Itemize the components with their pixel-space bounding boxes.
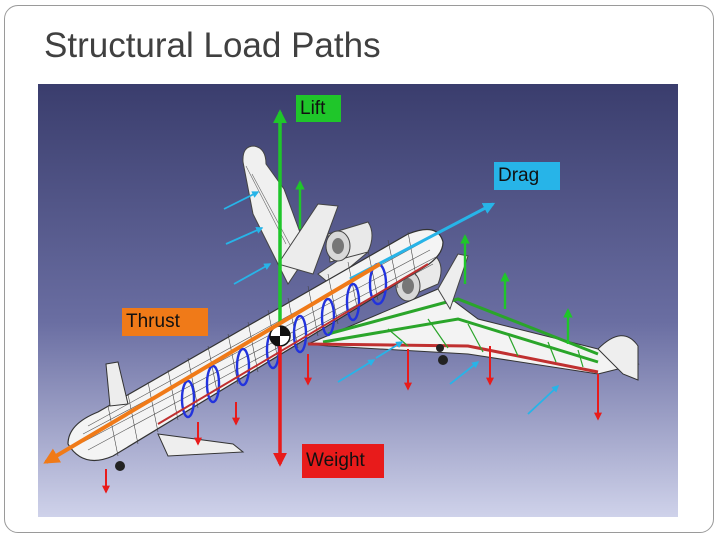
engine-nacelle-left <box>325 221 373 263</box>
weight-label: Weight <box>302 444 384 478</box>
slide-title: Structural Load Paths <box>44 26 381 65</box>
drag-label: Drag <box>494 162 560 190</box>
landing-gear <box>115 344 448 471</box>
fuselage <box>67 228 444 462</box>
thrust-arrow <box>43 262 382 464</box>
weight-arrows <box>102 346 602 494</box>
lift-arrows <box>273 109 573 344</box>
main-wing <box>307 253 640 381</box>
lift-label: Lift <box>296 95 341 122</box>
nose-fin <box>105 361 129 407</box>
thrust-label: Thrust <box>122 308 208 336</box>
center-of-gravity-icon <box>269 325 291 347</box>
